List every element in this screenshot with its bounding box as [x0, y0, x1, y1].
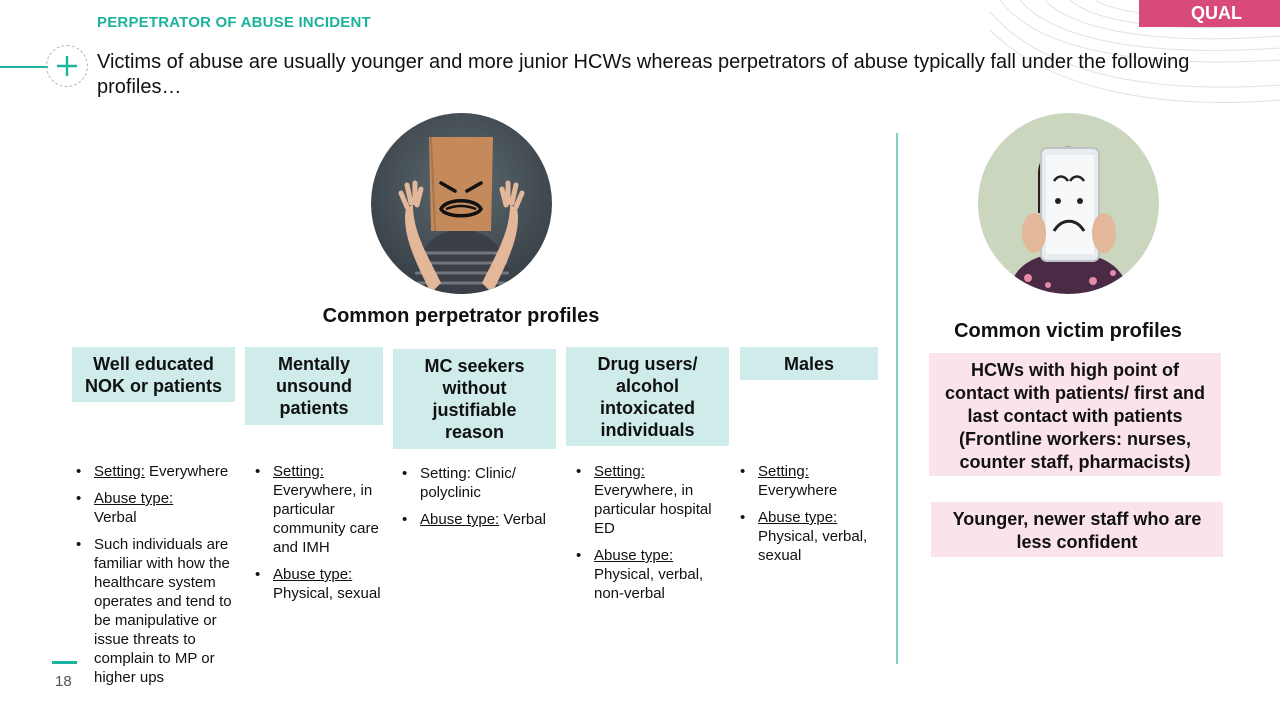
list-item: Abuse type: Physical, verbal, sexual: [737, 508, 882, 565]
profile-title: Drug users/ alcohol intoxicated individu…: [597, 354, 698, 440]
qual-tag: QUAL: [1139, 0, 1280, 27]
profile-card-mentally-unsound: Mentally unsound patients: [245, 347, 383, 425]
perpetrator-heading: Common perpetrator profiles: [322, 305, 600, 327]
setting-label: Setting:: [594, 463, 645, 480]
list-item: Abuse type: Physical, verbal, non-verbal: [573, 546, 733, 603]
abuse-type-value: Physical, verbal, non-verbal: [594, 566, 704, 602]
abuse-type-label: Abuse type:: [94, 490, 174, 507]
decorative-contour-lines: [990, 0, 1280, 103]
list-item: Setting: Everywhere: [737, 462, 882, 500]
profile-bullets-mc-seekers: Setting: Clinic/ polyclinic Abuse type: …: [399, 464, 559, 537]
victim-profile-younger-staff: Younger, newer staff who are less confid…: [931, 502, 1223, 557]
setting-value: Everywhere: [144, 463, 229, 480]
setting-value: Everywhere, in particular community care…: [273, 482, 379, 556]
note-text: Such individuals are familiar with how t…: [94, 536, 232, 686]
abuse-type-label: Abuse type:: [273, 566, 353, 583]
setting-value: Everywhere: [758, 482, 838, 499]
profile-bullets-drug-users: Setting: Everywhere, in particular hospit…: [573, 462, 733, 611]
list-item: Abuse type: Verbal: [399, 510, 559, 529]
victim-heading: Common victim profiles: [954, 320, 1182, 342]
abuse-type-value: Verbal: [94, 509, 137, 526]
sad-face-tablet-photo: [978, 113, 1159, 294]
profile-title: Mentally unsound patients: [276, 354, 352, 418]
list-item: Such individuals are familiar with how t…: [73, 535, 245, 687]
profile-title: MC seekers without justifiable reason: [424, 356, 525, 442]
abuse-type-value: Physical, sexual: [273, 585, 381, 602]
profile-card-nok-patients: Well educated NOK or patients: [72, 347, 235, 402]
list-item: Setting: Everywhere: [73, 462, 245, 481]
profile-title: Males: [783, 354, 835, 374]
list-item: Abuse type: Physical, sexual: [252, 565, 397, 603]
headline: Victims of abuse are usually younger and…: [97, 51, 1190, 98]
accent-line: [0, 66, 48, 68]
profile-title: Well educated NOK or patients: [84, 354, 222, 396]
abuse-type-value: Physical, verbal, sexual: [758, 528, 868, 564]
abuse-type-label: Abuse type:: [758, 509, 838, 526]
profile-card-males: Males: [740, 347, 878, 380]
setting-value: Everywhere, in particular hospital ED: [594, 482, 712, 537]
profile-bullets-nok-patients: Setting: Everywhere Abuse type: Verbal Su…: [73, 462, 245, 695]
list-item: Setting: Clinic/ polyclinic: [399, 464, 559, 502]
page-number: 18: [55, 673, 72, 690]
setting-label: Setting:: [94, 463, 145, 480]
setting-label: Setting:: [273, 463, 324, 480]
list-item: Abuse type: Verbal: [73, 489, 245, 527]
abuse-type-label: Abuse type:: [420, 511, 500, 528]
profile-card-mc-seekers: MC seekers without justifiable reason: [393, 349, 556, 449]
victim-profile-frontline: HCWs with high point of contact with pat…: [929, 353, 1221, 476]
section-title: PERPETRATOR OF ABUSE INCIDENT: [97, 14, 371, 31]
setting-value: Setting: Clinic/ polyclinic: [420, 465, 516, 501]
setting-label: Setting:: [758, 463, 809, 480]
profile-bullets-males: Setting: Everywhere Abuse type: Physical, …: [737, 462, 882, 573]
column-divider: [896, 133, 898, 664]
profile-bullets-mentally-unsound: Setting: Everywhere, in particular commun…: [252, 462, 397, 611]
plus-icon: [46, 45, 88, 87]
profile-card-drug-users: Drug users/ alcohol intoxicated individu…: [566, 347, 729, 446]
abuse-type-label: Abuse type:: [594, 547, 674, 564]
abuse-type-value: Verbal: [499, 511, 546, 528]
list-item: Setting: Everywhere, in particular commun…: [252, 462, 397, 557]
page-number-accent: [52, 661, 77, 664]
angry-paper-bag-photo: [371, 113, 552, 294]
list-item: Setting: Everywhere, in particular hospit…: [573, 462, 733, 538]
